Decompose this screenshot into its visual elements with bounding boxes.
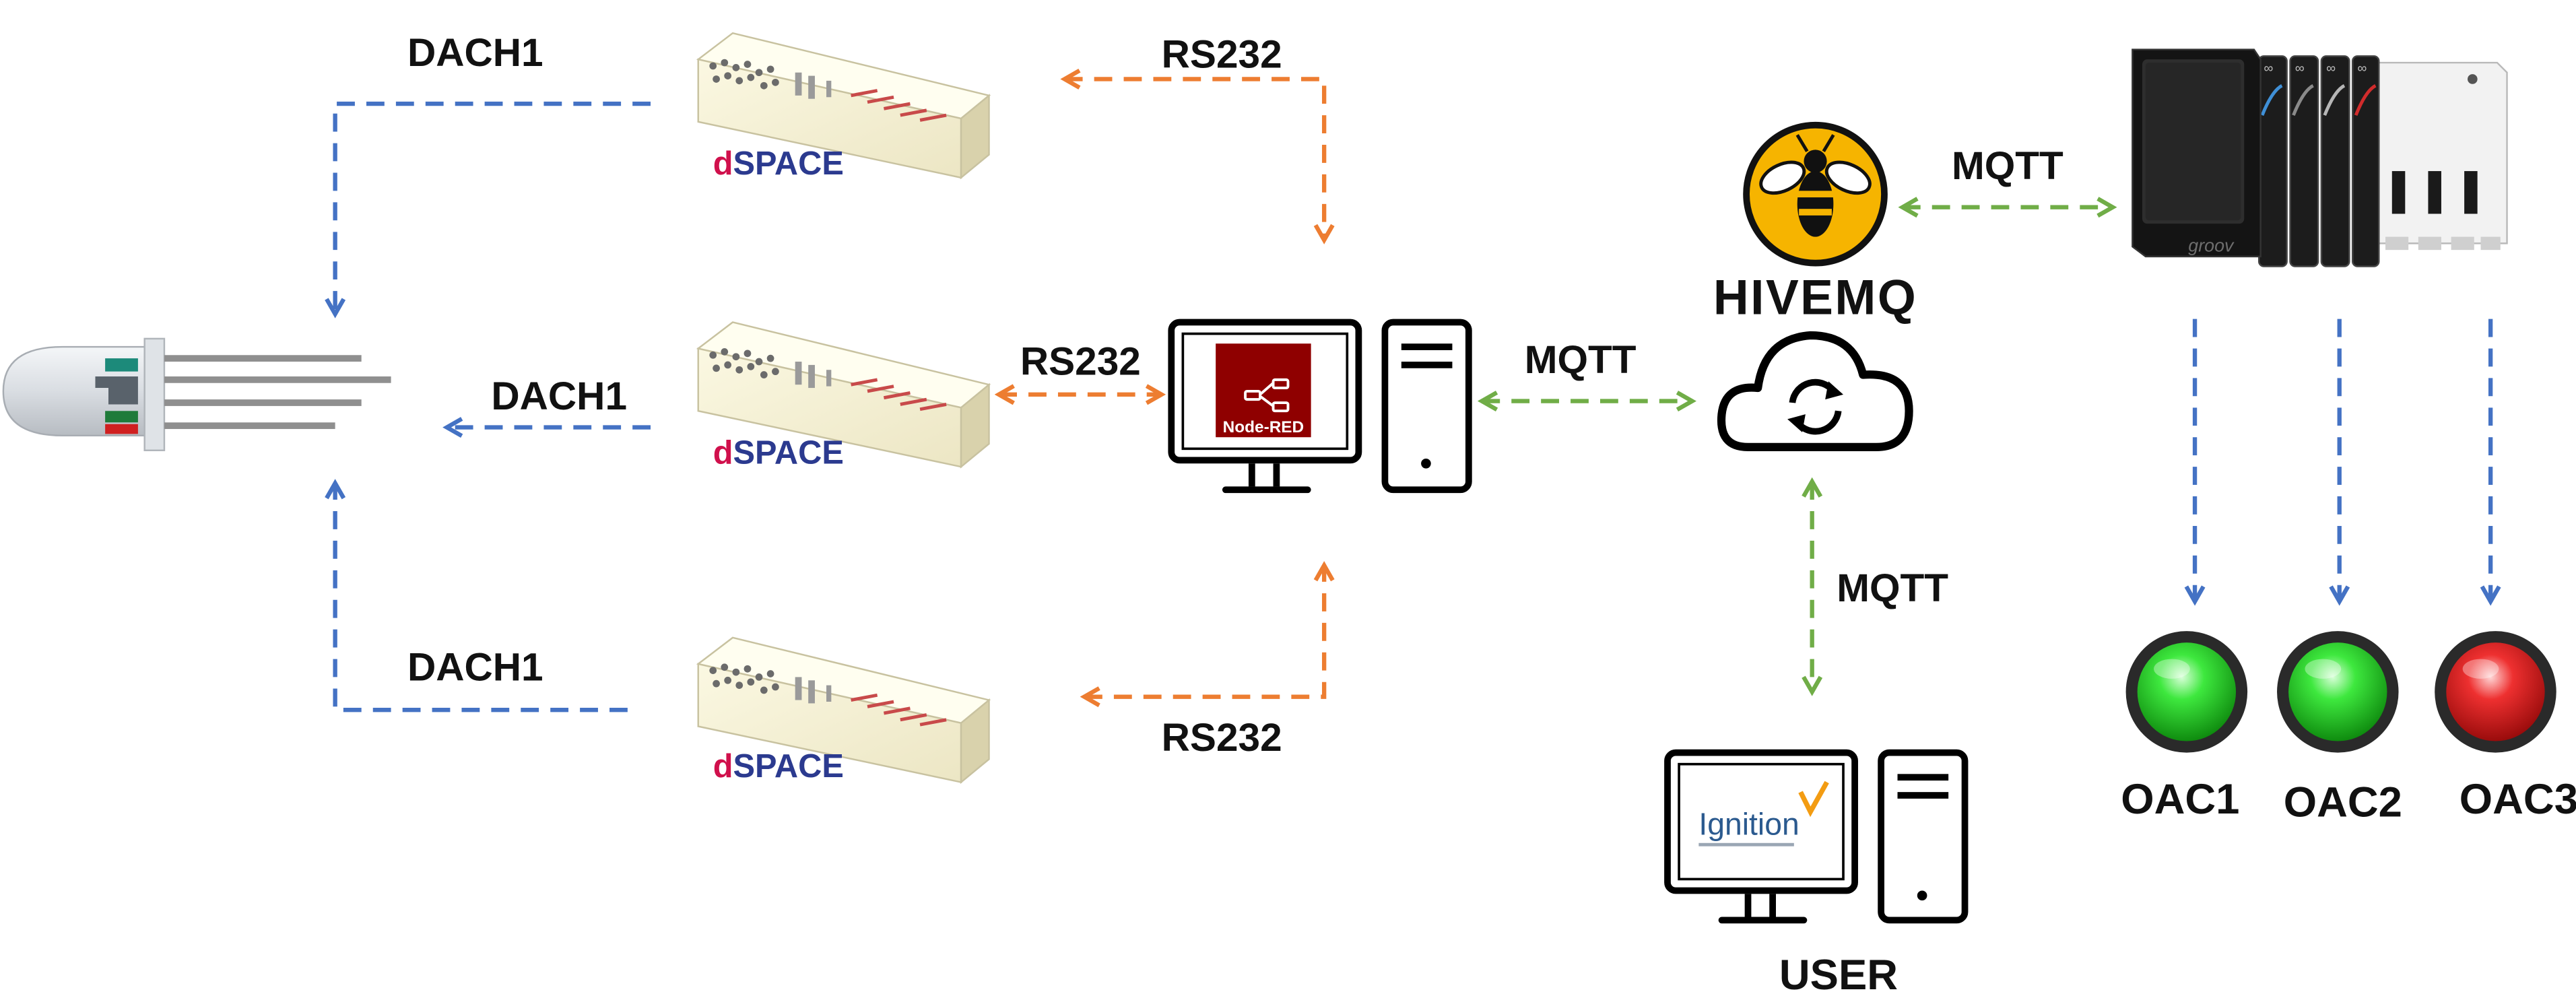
rgb-led-icon	[2, 337, 391, 451]
dach-label-bottom: DACH1	[407, 645, 543, 689]
svg-text:dSPACE: dSPACE	[713, 145, 844, 182]
indicator-light-oac1	[2125, 631, 2248, 753]
indicator-light-oac3	[2435, 631, 2556, 753]
svg-text:∞: ∞	[2264, 61, 2274, 76]
ignition-user-computer-icon: Ignition	[1664, 749, 1969, 924]
dspace-logo-d: d	[713, 434, 733, 471]
svg-text:dSPACE: dSPACE	[713, 748, 844, 785]
ignition-logo: Ignition	[1698, 807, 1799, 842]
rs232-label-middle: RS232	[1020, 340, 1141, 384]
mqtt-label-hive-groov: MQTT	[1952, 144, 2063, 188]
rs232-connector-top	[1060, 69, 1335, 244]
hivemq-logo-text: HIVEMQ	[1713, 269, 1917, 325]
dspace-logo-text: SPACE	[733, 434, 844, 471]
dach-label-middle: DACH1	[491, 374, 627, 418]
svg-text:∞: ∞	[2295, 61, 2305, 76]
dach-connector-bottom	[325, 479, 628, 712]
rs232-label-bottom: RS232	[1162, 716, 1282, 760]
user-label: USER	[1779, 952, 1898, 996]
rs232-label-top: RS232	[1162, 32, 1282, 76]
indicator-light-oac2	[2277, 631, 2399, 753]
hivemq-bee-icon	[1743, 121, 1888, 267]
dspace-logo-text: SPACE	[733, 748, 844, 785]
svg-text:dSPACE: dSPACE	[713, 434, 844, 471]
groov-logo: groov	[2188, 236, 2235, 256]
indicator-label-oac1: OAC1	[2121, 776, 2239, 823]
dspace-unit-middle: dSPACE	[696, 321, 991, 471]
dspace-unit-bottom: dSPACE	[696, 636, 991, 785]
rs232-connector-bottom	[1080, 561, 1335, 708]
node-red-flow-icon	[1244, 378, 1290, 413]
node-red-computer-icon: Node-RED	[1168, 319, 1472, 494]
node-red-label: Node-RED	[1223, 418, 1304, 436]
dspace-logo-d: d	[713, 748, 733, 785]
mqtt-label-cloud-user: MQTT	[1837, 566, 1948, 610]
svg-text:∞: ∞	[2326, 61, 2336, 76]
dspace-logo-text: SPACE	[733, 145, 844, 182]
indicator-label-oac2: OAC2	[2284, 779, 2402, 826]
mqtt-label-pc-cloud: MQTT	[1525, 338, 1637, 382]
cloud-sync-icon	[1717, 331, 1913, 451]
dspace-logo-d: d	[713, 145, 733, 182]
indicator-label-oac3: OAC3	[2459, 776, 2576, 823]
dspace-unit-top: dSPACE	[696, 32, 991, 182]
groov-controller-icon: ∞ ∞ ∞ ∞ groov	[2132, 48, 2508, 267]
dach-label-top: DACH1	[407, 31, 543, 75]
svg-text:∞: ∞	[2358, 61, 2367, 76]
dach-connector-top	[325, 101, 651, 319]
